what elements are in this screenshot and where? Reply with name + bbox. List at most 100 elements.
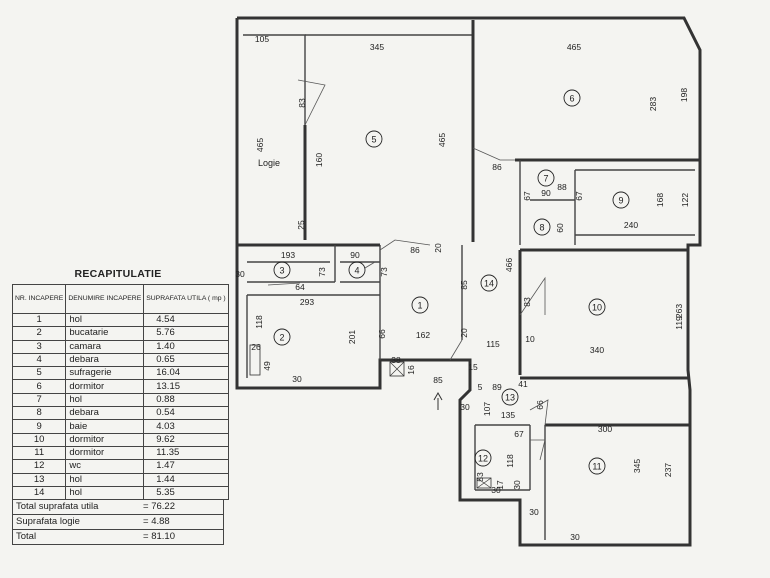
dimension-label: 160	[314, 153, 324, 167]
svg-text:3: 3	[279, 266, 284, 276]
cell-name: debara	[65, 352, 145, 368]
cell-name: hol	[65, 312, 145, 328]
dimension-label: 201	[347, 330, 357, 344]
cell-nr: 8	[11, 406, 67, 421]
dimension-label: 66	[377, 329, 387, 339]
cell-nr: 6	[11, 379, 67, 394]
dimension-label: 466	[504, 258, 514, 272]
dimension-label: 49	[262, 361, 272, 371]
cell-area: 5.76	[143, 326, 229, 341]
total-row: Total suprafata utila= 76.22	[12, 499, 224, 516]
room-2-marker: 2	[273, 328, 291, 346]
svg-text:14: 14	[484, 279, 494, 289]
svg-text:9: 9	[618, 196, 623, 206]
room-14-marker: 14	[480, 274, 498, 292]
cell-nr: 3	[11, 339, 67, 354]
cell-nr: 4	[11, 352, 67, 368]
dimension-label: 283	[648, 97, 658, 111]
cell-name: camara	[65, 339, 145, 354]
header-name: DENUMIRE INCAPERE	[65, 284, 145, 314]
total-value: = 81.10	[131, 529, 224, 546]
svg-text:7: 7	[543, 174, 548, 184]
total-eq: =	[143, 501, 149, 513]
dimension-label: 26	[251, 342, 261, 352]
cell-area: 0.88	[143, 392, 229, 408]
cell-nr: 9	[11, 419, 67, 434]
total-label: Total suprafata utila	[12, 499, 131, 516]
dimension-label: 53	[475, 472, 485, 482]
cell-nr: 10	[11, 432, 67, 447]
cell-area: 1.40	[143, 339, 229, 354]
dimension-label: 64	[295, 282, 305, 292]
dimension-label: 66	[535, 400, 545, 410]
dimension-label: 162	[416, 330, 430, 340]
cell-nr: 14	[11, 485, 67, 501]
cell-nr: 5	[11, 366, 67, 381]
dimension-label: 83	[522, 297, 532, 307]
dimension-label: 5	[478, 382, 483, 392]
room-13-marker: 13	[501, 388, 519, 406]
dimension-label: 135	[501, 410, 515, 420]
header-nr: NR. INCAPERE	[11, 284, 67, 314]
cell-name: hol	[65, 485, 145, 501]
cell-name: hol	[65, 472, 145, 487]
dimension-label: 30	[460, 402, 470, 412]
dimension-label: 67	[514, 429, 524, 439]
dimension-label: 119	[674, 316, 684, 330]
dimension-label: 105	[255, 34, 269, 44]
dimension-label: 41	[518, 379, 528, 389]
cell-area: 5.35	[143, 485, 229, 501]
svg-text:2: 2	[279, 333, 284, 343]
total-label: Total	[12, 529, 131, 546]
cell-name: dormitor	[65, 379, 145, 394]
dimension-label: 90	[541, 188, 551, 198]
dimension-label: 30	[529, 507, 539, 517]
doors	[267, 79, 549, 461]
dimension-label: 90	[350, 250, 360, 260]
recap-title: RECAPITULATIE	[74, 268, 162, 280]
cell-area: 1.47	[143, 459, 229, 474]
dimension-label: 15	[468, 362, 478, 372]
fixtures	[249, 344, 492, 489]
dimension-label: 263	[674, 304, 684, 318]
recapitulation-panel: RECAPITULATIE NR. INCAPERE DENUMIRE INCA…	[11, 268, 229, 546]
cell-area: 4.54	[143, 312, 229, 328]
room-9-marker: 9	[612, 191, 630, 209]
dimension-label: 86	[410, 245, 420, 255]
total-eq: =	[143, 531, 149, 543]
dimension-label: 85	[433, 375, 443, 385]
room-6-marker: 6	[563, 89, 581, 107]
cell-name: dormitor	[65, 445, 145, 461]
dimension-label: 118	[254, 315, 264, 329]
recap-header-row: NR. INCAPERE DENUMIRE INCAPERE SUPRAFATA…	[11, 284, 229, 314]
svg-text:11: 11	[592, 462, 601, 472]
svg-text:13: 13	[505, 393, 515, 403]
dimension-label: 465	[255, 138, 265, 152]
total-label: Suprafata logie	[12, 514, 131, 531]
cell-nr: 13	[11, 472, 67, 487]
cell-area: 9.62	[143, 432, 229, 447]
total-number: 4.88	[151, 516, 170, 528]
dimension-label: 122	[680, 193, 690, 207]
dimension-label: 465	[567, 42, 581, 52]
cell-nr: 1	[11, 312, 67, 328]
dimension-label: 83	[297, 98, 307, 108]
dimension-label: 20	[433, 243, 443, 253]
svg-text:6: 6	[569, 94, 574, 104]
dimension-label: 16	[406, 365, 416, 375]
svg-text:10: 10	[592, 303, 602, 313]
dimension-label: 118	[505, 454, 515, 468]
dimension-label: 300	[598, 424, 612, 434]
room-4-marker: 4	[348, 261, 366, 279]
